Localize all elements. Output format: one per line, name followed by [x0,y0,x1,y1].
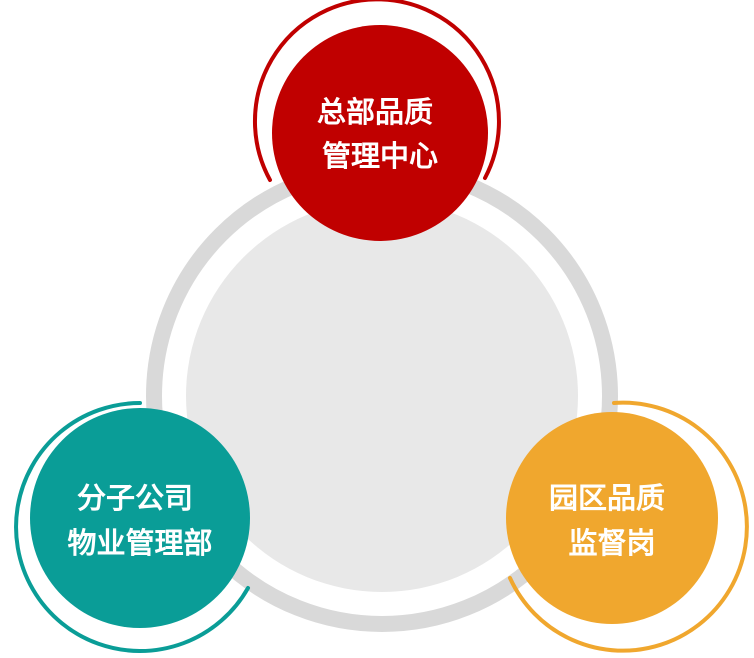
svg-text:总部品质 管理中心: 总部品质 管理中心 [317,95,443,173]
node-park: 园区品质 监督岗 [506,400,749,653]
center-disc [186,200,578,592]
node-subsidiary-circle [30,408,250,628]
node-subsidiary-arc [14,401,250,653]
node-subsidiary-line-1: 分子公司 [77,481,193,515]
node-headquarters-circle [272,25,488,241]
node-headquarters-line-1: 总部品质 [317,95,433,129]
node-park-circle [506,412,718,624]
svg-text:分子公司 物业管理部: 分子公司 物业管理部 [67,481,212,560]
node-headquarters-arc [252,0,501,182]
node-subsidiary: 分子公司 物业管理部 [14,401,250,653]
node-headquarters: 总部品质 管理中心 [252,0,501,241]
node-park-line-2: 监督岗 [568,526,655,560]
node-park-line-1: 园区品质 [549,481,665,515]
node-headquarters-line-2: 管理中心 [322,139,438,173]
node-park-arc [508,400,749,653]
svg-text:园区品质 监督岗: 园区品质 监督岗 [549,481,675,560]
node-subsidiary-line-2: 物业管理部 [67,526,212,560]
